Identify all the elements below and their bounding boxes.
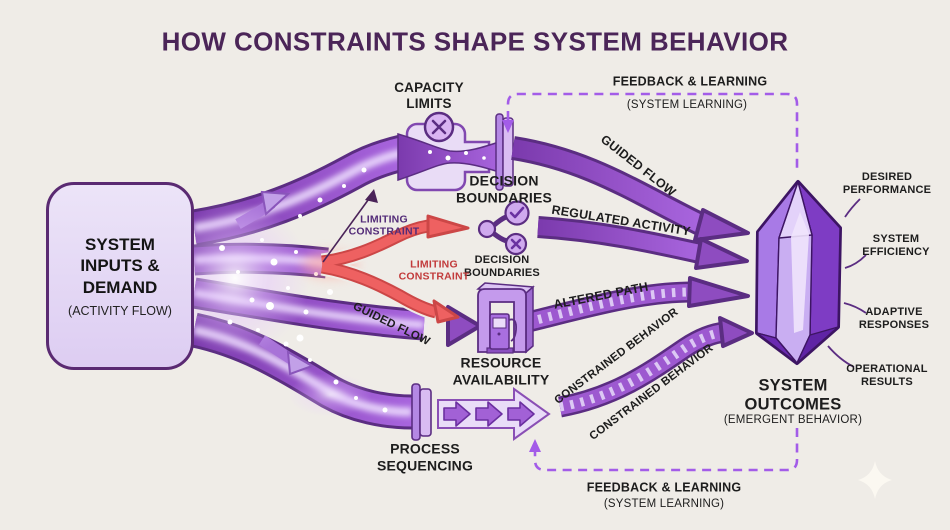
system-outcomes-title: SYSTEM OUTCOMES (744, 376, 842, 414)
limiting-constraint-red-fork (302, 214, 470, 324)
outcome-operational-results: OPERATIONAL RESULTS (846, 363, 928, 388)
outcome-adaptive-responses: ADAPTIVE RESPONSES (858, 306, 930, 331)
limiting-constraint-pointer-line (322, 189, 378, 263)
feedback-bottom-label: FEEDBACK & LEARNING (586, 480, 742, 495)
feedback-top-sublabel: (SYSTEM LEARNING) (626, 99, 748, 112)
sparkle-icon (858, 461, 892, 499)
input-flow-streams (160, 134, 482, 430)
feedback-bottom-sublabel: (SYSTEM LEARNING) (603, 498, 725, 511)
outcome-desired-performance: DESIRED PERFORMANCE (842, 171, 932, 196)
output-streams (511, 136, 754, 418)
decision-boundaries-caption: DECISION BOUNDARIES (464, 254, 540, 279)
outcome-connector-lines (827, 198, 867, 368)
page-title: HOW CONSTRAINTS SHAPE SYSTEM BEHAVIOR (161, 26, 789, 57)
process-sequencing-arrows-icon (411, 383, 551, 441)
capacity-limits-valve-icon (397, 111, 514, 192)
system-outcomes-crystal-icon (755, 180, 842, 365)
resource-availability-pump-icon (476, 282, 535, 354)
system-outcomes-subtitle: (EMERGENT BEHAVIOR) (723, 414, 863, 427)
decision-boundaries-heading: DECISION BOUNDARIES (455, 172, 553, 205)
outcome-system-efficiency: SYSTEM EFFICIENCY (862, 233, 930, 258)
feedback-loop-top-dashed (502, 92, 799, 168)
process-sequencing-label: PROCESS SEQUENCING (376, 440, 474, 473)
limiting-constraint-red-label: LIMITING CONSTRAINT (398, 258, 470, 283)
system-inputs-title: SYSTEM INPUTS & DEMAND (80, 235, 160, 297)
feedback-top-label: FEEDBACK & LEARNING (612, 74, 768, 89)
resource-availability-label: RESOURCE AVAILABILITY (452, 354, 550, 387)
limiting-constraint-label: LIMITING CONSTRAINT (348, 213, 420, 238)
capacity-limits-label: CAPACITY LIMITS (394, 80, 464, 111)
feedback-loop-bottom-dashed (529, 428, 799, 472)
system-inputs-box: SYSTEM INPUTS & DEMAND (ACTIVITY FLOW) (46, 182, 194, 370)
decision-boundaries-branch-icon (477, 200, 530, 256)
system-inputs-subtitle: (ACTIVITY FLOW) (68, 303, 172, 318)
